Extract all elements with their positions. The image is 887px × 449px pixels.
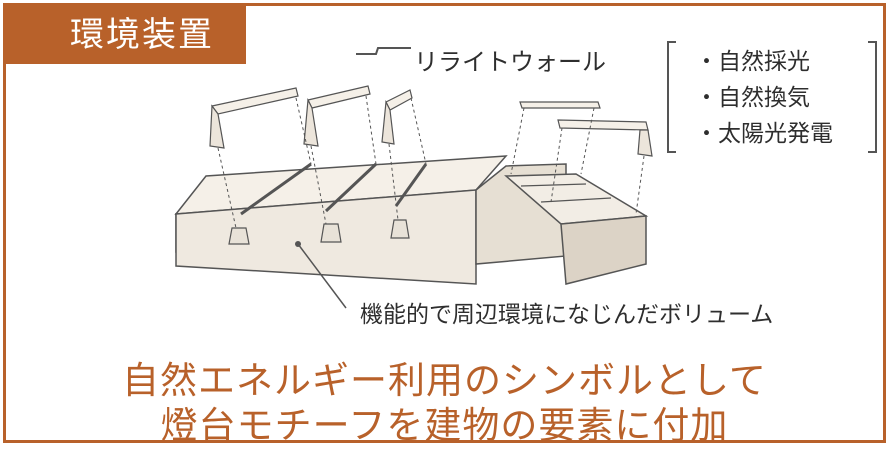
building-illustration: [174, 41, 877, 309]
floating-lightwall-1: [209, 87, 299, 149]
roof-slot-2: [324, 162, 378, 213]
floating-lightwall-2: [303, 85, 371, 147]
benefit-item: ・太陽光発電: [695, 121, 833, 147]
caption-line-2: 燈台モチーフを建物の要素に付加: [160, 404, 729, 447]
caption-line-1: 自然エネルギー利用のシンボルとして: [122, 359, 767, 402]
bottom-label-leader: [297, 243, 347, 309]
floating-lightwall-3: [381, 89, 413, 145]
title-banner: 環境装置: [6, 6, 246, 64]
lightwall-3: [390, 219, 410, 239]
projection-lines: [217, 95, 645, 229]
diagram-frame: 環境装置: [3, 3, 886, 447]
volume-label: 機能的で周辺環境になじんだボリューム: [360, 302, 774, 328]
benefit-bracket-right: [868, 41, 877, 153]
lightwall-1: [228, 227, 250, 245]
benefit-list: ・自然採光 ・自然換気 ・太陽光発電: [669, 36, 879, 154]
roof-slot-1: [240, 162, 312, 216]
benefit-item: ・自然換気: [695, 85, 810, 111]
top-label-leader: [356, 47, 411, 55]
lightwall-2: [320, 223, 342, 243]
benefit-item: ・自然採光: [695, 49, 810, 75]
roof-slot-3: [394, 163, 428, 207]
bottom-label-dot: [295, 241, 301, 247]
benefit-bracket-left: [667, 41, 676, 153]
floating-lightwall-5: [557, 119, 653, 157]
wing-division: [520, 183, 587, 187]
wing-division-2: [540, 197, 612, 203]
floating-lightwall-4: [519, 101, 601, 109]
wing-front: [560, 215, 647, 285]
lightwall-label: リライトウォール: [414, 48, 606, 76]
